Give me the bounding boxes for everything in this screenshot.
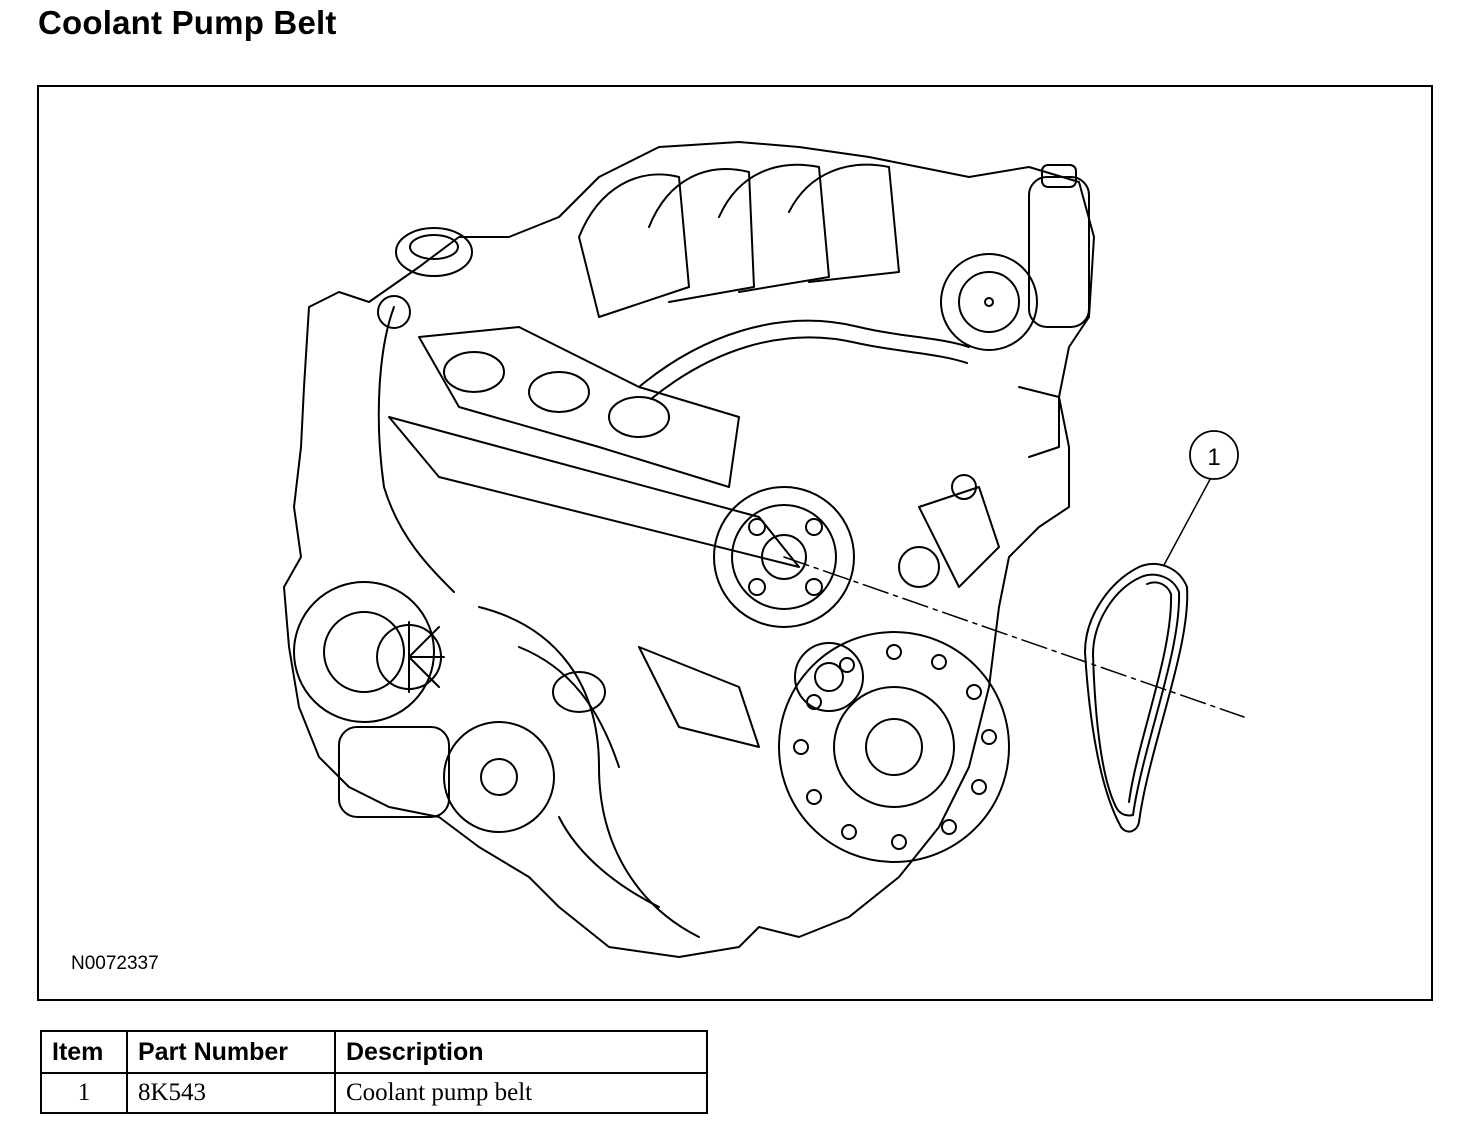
cell-description: Coolant pump belt [334,1072,708,1114]
cell-part-number: 8K543 [126,1072,336,1114]
engine-outline [283,141,1095,958]
cell-item: 1 [40,1072,128,1114]
figure-id: N0072337 [71,953,159,974]
header-item: Item [40,1030,128,1074]
engine-illustration: 1 N0072337 [37,85,1433,1001]
coolant-pump-belt [1084,562,1189,833]
header-part-number: Part Number [126,1030,336,1074]
callout-circle-1 [1189,430,1239,480]
flexplate-holes [793,644,997,850]
engine-line-drawing: 1 [283,141,1245,958]
header-description: Description [334,1030,708,1074]
table-row: 1 8K543 Coolant pump belt [40,1072,708,1114]
centerline-dashed [783,556,1245,718]
table-header-row: Item Part Number Description [40,1030,708,1074]
page-title: Coolant Pump Belt [38,4,337,41]
parts-table: Item Part Number Description 1 8K543 Coo… [40,1030,708,1114]
callout-number-1: 1 [1207,444,1220,471]
